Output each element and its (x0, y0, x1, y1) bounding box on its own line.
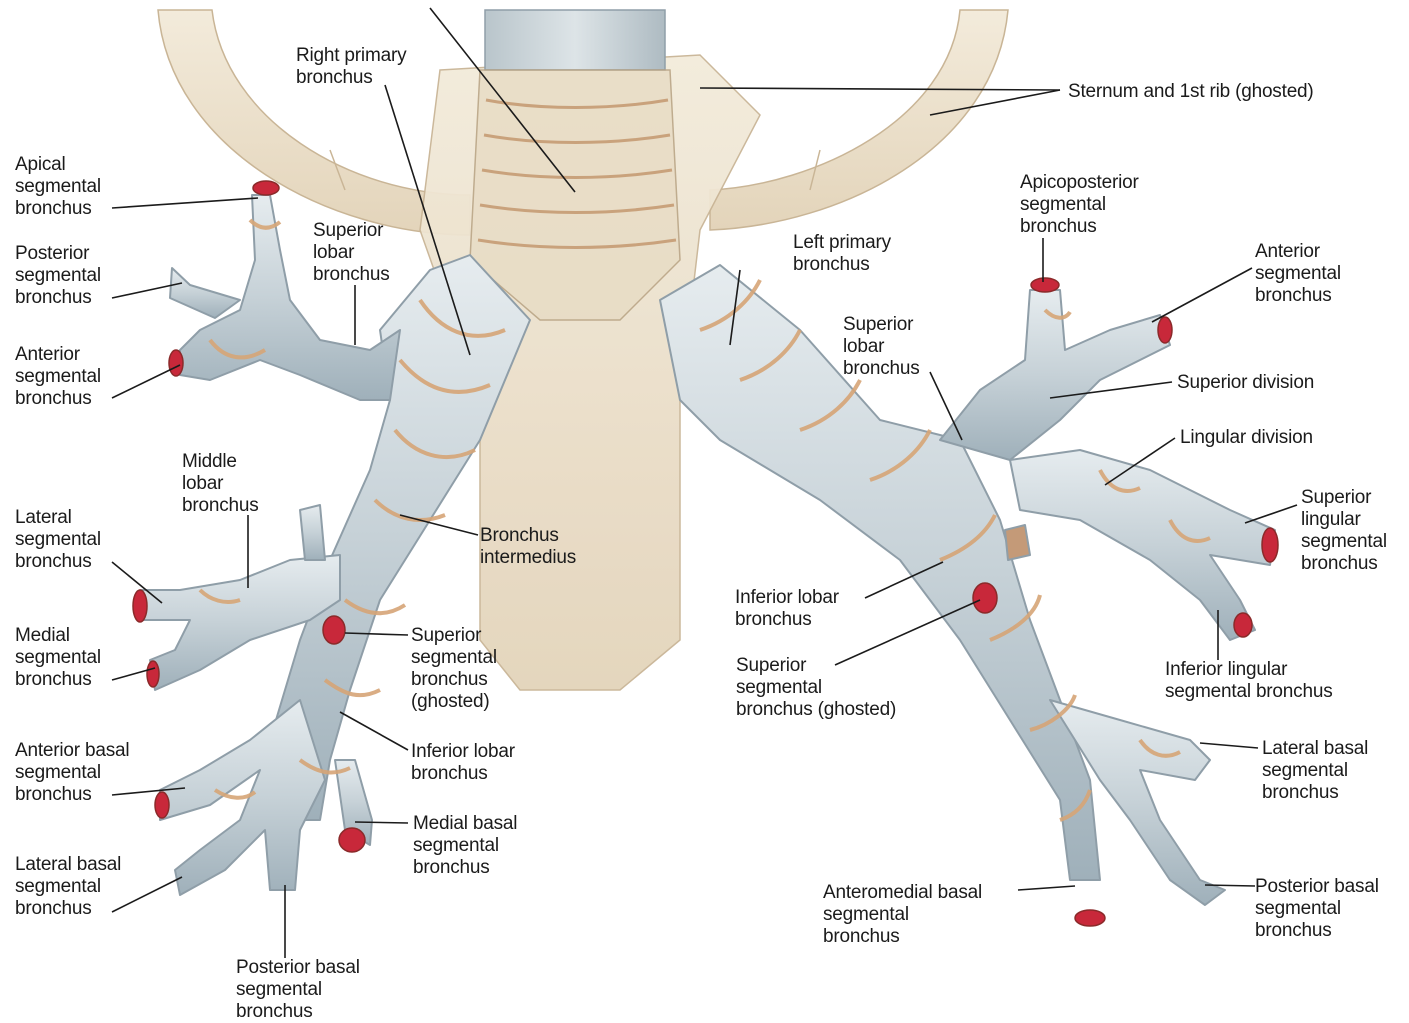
label-right-lateral-segmental-bronchus: Lateral segmental bronchus (15, 507, 101, 573)
label-sternum-and-first-rib: Sternum and 1st rib (ghosted) (1068, 81, 1314, 103)
label-right-medial-basal-segmental-bronchus: Medial basal segmental bronchus (413, 813, 517, 879)
label-right-lateral-basal-segmental-bronchus: Lateral basal segmental bronchus (15, 854, 121, 920)
label-left-primary-bronchus: Left primary bronchus (793, 232, 891, 276)
label-right-inferior-lobar-bronchus: Inferior lobar bronchus (411, 741, 515, 785)
label-right-primary-bronchus: Right primary bronchus (296, 45, 406, 89)
label-right-anterior-segmental-bronchus: Anterior segmental bronchus (15, 344, 101, 410)
label-left-superior-lobar-bronchus: Superior lobar bronchus (843, 314, 920, 380)
label-superior-lingular-segmental-bronchus: Superior lingular segmental bronchus (1301, 487, 1387, 575)
label-left-inferior-lobar-bronchus: Inferior lobar bronchus (735, 587, 839, 631)
label-left-anterior-segmental-bronchus: Anterior segmental bronchus (1255, 241, 1341, 307)
label-left-apicoposterior-segmental-bronchus: Apicoposterior segmental bronchus (1020, 172, 1139, 238)
label-lingular-division: Lingular division (1180, 427, 1313, 449)
right-bronchial-tree (133, 181, 530, 895)
label-right-superior-segmental-bronchus-ghosted: Superior segmental bronchus (ghosted) (411, 625, 497, 713)
label-superior-division: Superior division (1177, 372, 1314, 394)
label-right-anterior-basal-segmental-bronchus: Anterior basal segmental bronchus (15, 740, 129, 806)
label-middle-lobar-bronchus: Middle lobar bronchus (182, 451, 259, 517)
label-right-posterior-basal-segmental-bronchus: Posterior basal segmental bronchus (236, 957, 360, 1023)
trachea (470, 10, 680, 320)
label-right-posterior-segmental-bronchus: Posterior segmental bronchus (15, 243, 101, 309)
label-left-posterior-basal-segmental-bronchus: Posterior basal segmental bronchus (1255, 876, 1379, 942)
label-right-superior-lobar-bronchus: Superior lobar bronchus (313, 220, 390, 286)
label-left-lateral-basal-segmental-bronchus: Lateral basal segmental bronchus (1262, 738, 1368, 804)
label-anteromedial-basal-segmental-bronchus: Anteromedial basal segmental bronchus (823, 882, 982, 948)
label-right-medial-segmental-bronchus: Medial segmental bronchus (15, 625, 101, 691)
label-inferior-lingular-segmental-bronchus: Inferior lingular segmental bronchus (1165, 659, 1333, 703)
label-right-apical-segmental-bronchus: Apical segmental bronchus (15, 154, 101, 220)
label-bronchus-intermedius: Bronchus intermedius (480, 525, 576, 569)
label-left-superior-segmental-bronchus-ghosted: Superior segmental bronchus (ghosted) (736, 655, 896, 721)
